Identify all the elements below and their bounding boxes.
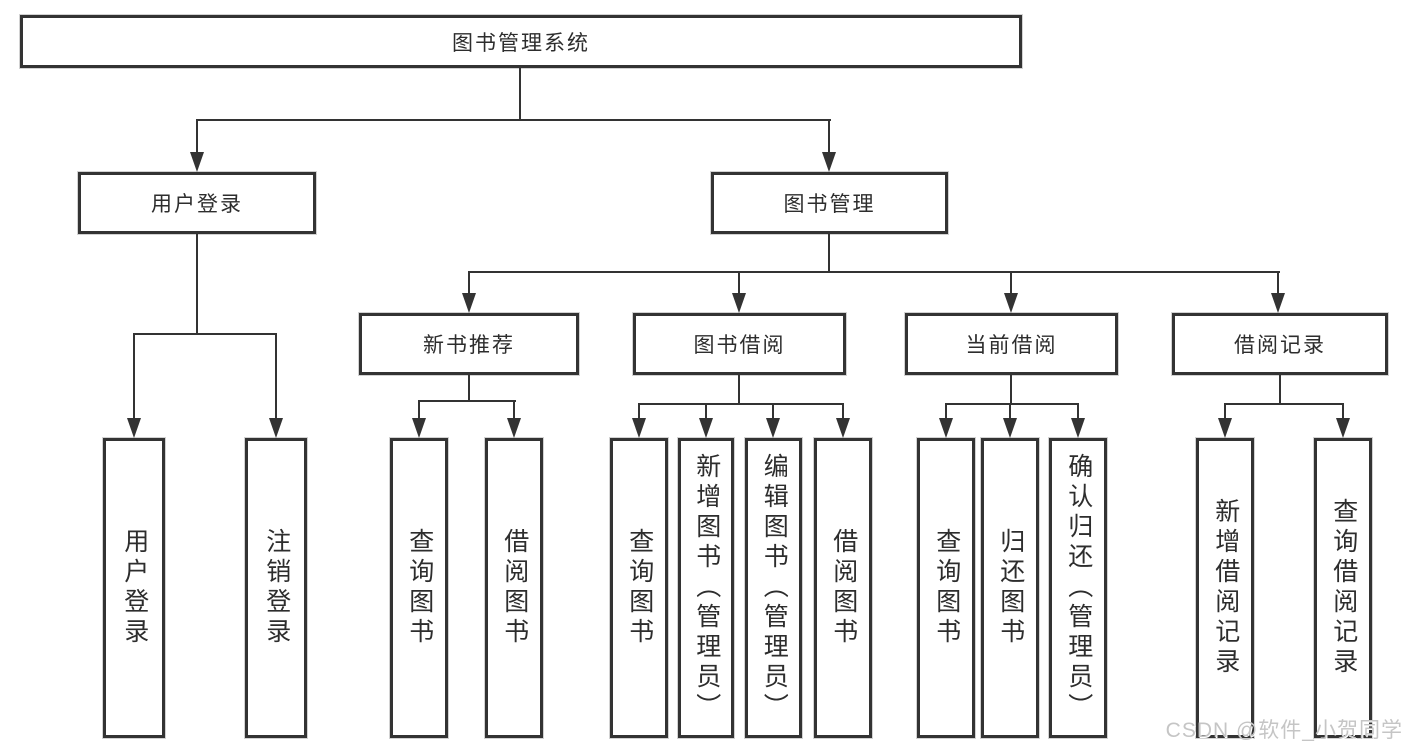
connector-userlogin-rail: [133, 333, 277, 335]
leaf-add-book-admin: 新增图书（管理员）: [678, 438, 734, 738]
connector-records-rail: [1224, 403, 1344, 405]
arrow-down-icon: [836, 418, 850, 438]
leaf-query-books-current: 查询图书: [917, 438, 975, 738]
connector-bookmgmt-rail: [468, 271, 1280, 273]
arrow-down-icon: [699, 418, 713, 438]
connector-drop-level3: [1277, 271, 1279, 295]
arrow-down-icon: [1218, 418, 1232, 438]
arrow-down-icon: [822, 152, 836, 172]
arrow-down-icon: [190, 152, 204, 172]
connector-root-stem: [519, 68, 521, 121]
leaf-logout-login: 注销登录: [245, 438, 307, 738]
connector-drop-user-login: [196, 119, 198, 154]
connector-drop-level3: [468, 271, 470, 295]
connector-drop-leaf: [513, 400, 515, 420]
leaf-query-books-recommend: 查询图书: [390, 438, 448, 738]
connector-borrowing-stem: [738, 375, 740, 405]
arrow-down-icon: [507, 418, 521, 438]
leaf-return-book: 归还图书: [981, 438, 1039, 738]
connector-borrowing-rail: [638, 403, 844, 405]
connector-recommend-stem: [468, 375, 470, 402]
node-user-login: 用户登录: [78, 172, 316, 234]
connector-drop-level3: [738, 271, 740, 295]
arrow-down-icon: [1071, 418, 1085, 438]
connector-current-rail: [945, 403, 1079, 405]
connector-drop-leaf: [638, 403, 640, 420]
connector-root-rail: [196, 119, 831, 121]
csdn-watermark: CSDN @软件_小贺同学: [1165, 719, 1403, 742]
connector-records-stem: [1279, 375, 1281, 405]
node-library-management-system: 图书管理系统: [20, 15, 1022, 68]
connector-drop-book-management: [828, 119, 830, 154]
leaf-borrow-books-recommend: 借阅图书: [485, 438, 543, 738]
connector-userlogin-stem: [196, 233, 198, 335]
node-new-book-recommendation: 新书推荐: [359, 313, 579, 375]
connector-drop-leaf: [418, 400, 420, 420]
arrow-down-icon: [1004, 293, 1018, 313]
arrow-down-icon: [1271, 293, 1285, 313]
connector-drop-level3: [1010, 271, 1012, 295]
connector-drop-leaf: [772, 403, 774, 420]
arrow-down-icon: [127, 418, 141, 438]
node-book-management: 图书管理: [711, 172, 948, 234]
arrow-down-icon: [766, 418, 780, 438]
leaf-user-login: 用户登录: [103, 438, 165, 738]
leaf-edit-book-admin: 编辑图书（管理员）: [745, 438, 802, 738]
connector-drop-leaf: [133, 333, 135, 420]
connector-drop-leaf: [1342, 403, 1344, 420]
arrow-down-icon: [1003, 418, 1017, 438]
arrow-down-icon: [412, 418, 426, 438]
leaf-borrow-books-borrowing: 借阅图书: [814, 438, 872, 738]
connector-drop-leaf: [1009, 403, 1011, 420]
connector-drop-leaf: [842, 403, 844, 420]
leaf-confirm-return-admin: 确认归还（管理员）: [1049, 438, 1107, 738]
node-current-borrowing: 当前借阅: [905, 313, 1118, 375]
connector-bookmgmt-stem: [828, 233, 830, 273]
connector-current-stem: [1010, 375, 1012, 405]
connector-recommend-rail: [418, 400, 516, 402]
arrow-down-icon: [462, 293, 476, 313]
connector-drop-leaf: [1224, 403, 1226, 420]
connector-drop-leaf: [275, 333, 277, 420]
connector-drop-leaf: [1077, 403, 1079, 420]
node-borrowing-records: 借阅记录: [1172, 313, 1388, 375]
leaf-add-borrow-record: 新增借阅记录: [1196, 438, 1254, 738]
node-book-borrowing: 图书借阅: [633, 313, 846, 375]
arrow-down-icon: [939, 418, 953, 438]
leaf-query-books-borrowing: 查询图书: [610, 438, 668, 738]
arrow-down-icon: [269, 418, 283, 438]
arrow-down-icon: [632, 418, 646, 438]
arrow-down-icon: [732, 293, 746, 313]
connector-drop-leaf: [705, 403, 707, 420]
leaf-query-borrow-record: 查询借阅记录: [1314, 438, 1372, 738]
arrow-down-icon: [1336, 418, 1350, 438]
connector-drop-leaf: [945, 403, 947, 420]
